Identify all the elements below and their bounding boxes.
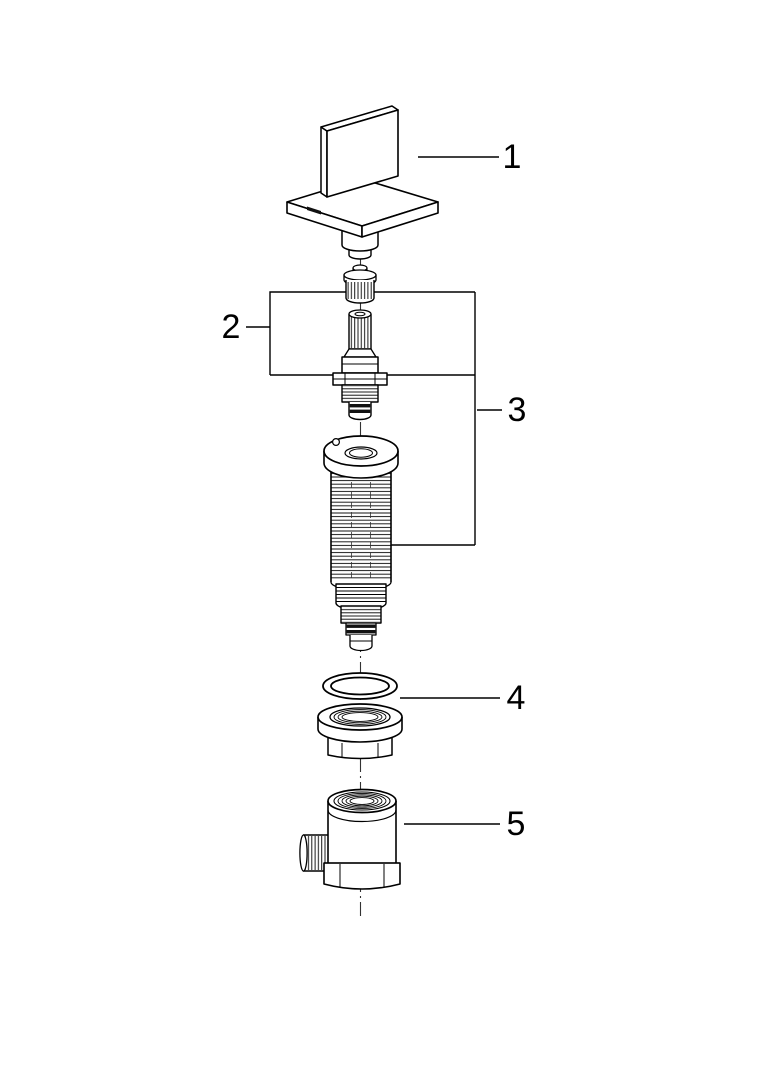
bracket-part2-left <box>269 291 475 375</box>
part-elbow <box>299 788 401 890</box>
label-part-2: 2 <box>222 308 241 346</box>
cartridge-splines <box>350 316 370 348</box>
elbow-thread-ring-2 <box>337 792 387 810</box>
body-tip <box>349 635 373 652</box>
cartridge-upper-body <box>341 356 379 374</box>
cartridge-taper <box>343 348 377 358</box>
body-flange-hole <box>332 438 341 447</box>
part-valve-body <box>323 435 399 652</box>
handle-blade-left <box>320 126 328 198</box>
elbow-thread-ring-3 <box>341 794 383 808</box>
cartridge-shaft-bore <box>354 311 366 317</box>
part-cartridge <box>332 309 388 421</box>
cartridge-oring-2 <box>349 409 371 413</box>
body-flange-bore-inner <box>349 448 373 458</box>
adapter-splines <box>347 282 373 299</box>
nut-thread-ring-3 <box>341 712 379 722</box>
handle-base-right <box>361 201 439 238</box>
elbow-thread-ring-5 <box>349 797 375 805</box>
body-seal-2 <box>346 630 376 634</box>
cartridge-oring-1 <box>349 404 371 408</box>
cartridge-threads <box>342 386 378 401</box>
body-seal-1 <box>346 624 376 628</box>
elbow-stub-end <box>299 834 308 872</box>
elbow-hex-base <box>323 862 401 890</box>
elbow-thread-ring-4 <box>345 795 379 807</box>
nut-thread-ring-2 <box>337 710 383 724</box>
part-labels: 1 2 3 4 5 <box>222 138 527 843</box>
part-nut <box>317 703 403 760</box>
body-lower-threads <box>341 607 381 622</box>
elbow-thread-ring-1 <box>333 791 391 811</box>
label-part-1: 1 <box>503 138 522 176</box>
nut-bore <box>329 707 391 727</box>
body-tube-threads <box>331 469 391 580</box>
part-handle <box>286 105 439 260</box>
nut-thread-ring-1 <box>333 709 387 725</box>
handle-logo-mark <box>307 206 321 215</box>
label-part-4: 4 <box>507 679 526 717</box>
part-adapter <box>343 264 377 304</box>
o-ring-inner <box>330 676 390 696</box>
part-o-ring <box>322 672 398 700</box>
label-part-3: 3 <box>508 391 527 429</box>
adapter-flange-top <box>343 269 377 281</box>
handle-blade-front <box>326 109 399 198</box>
cartridge-shaft-top <box>348 309 372 319</box>
label-part-5: 5 <box>507 805 526 843</box>
elbow-collar-arc <box>327 809 397 823</box>
